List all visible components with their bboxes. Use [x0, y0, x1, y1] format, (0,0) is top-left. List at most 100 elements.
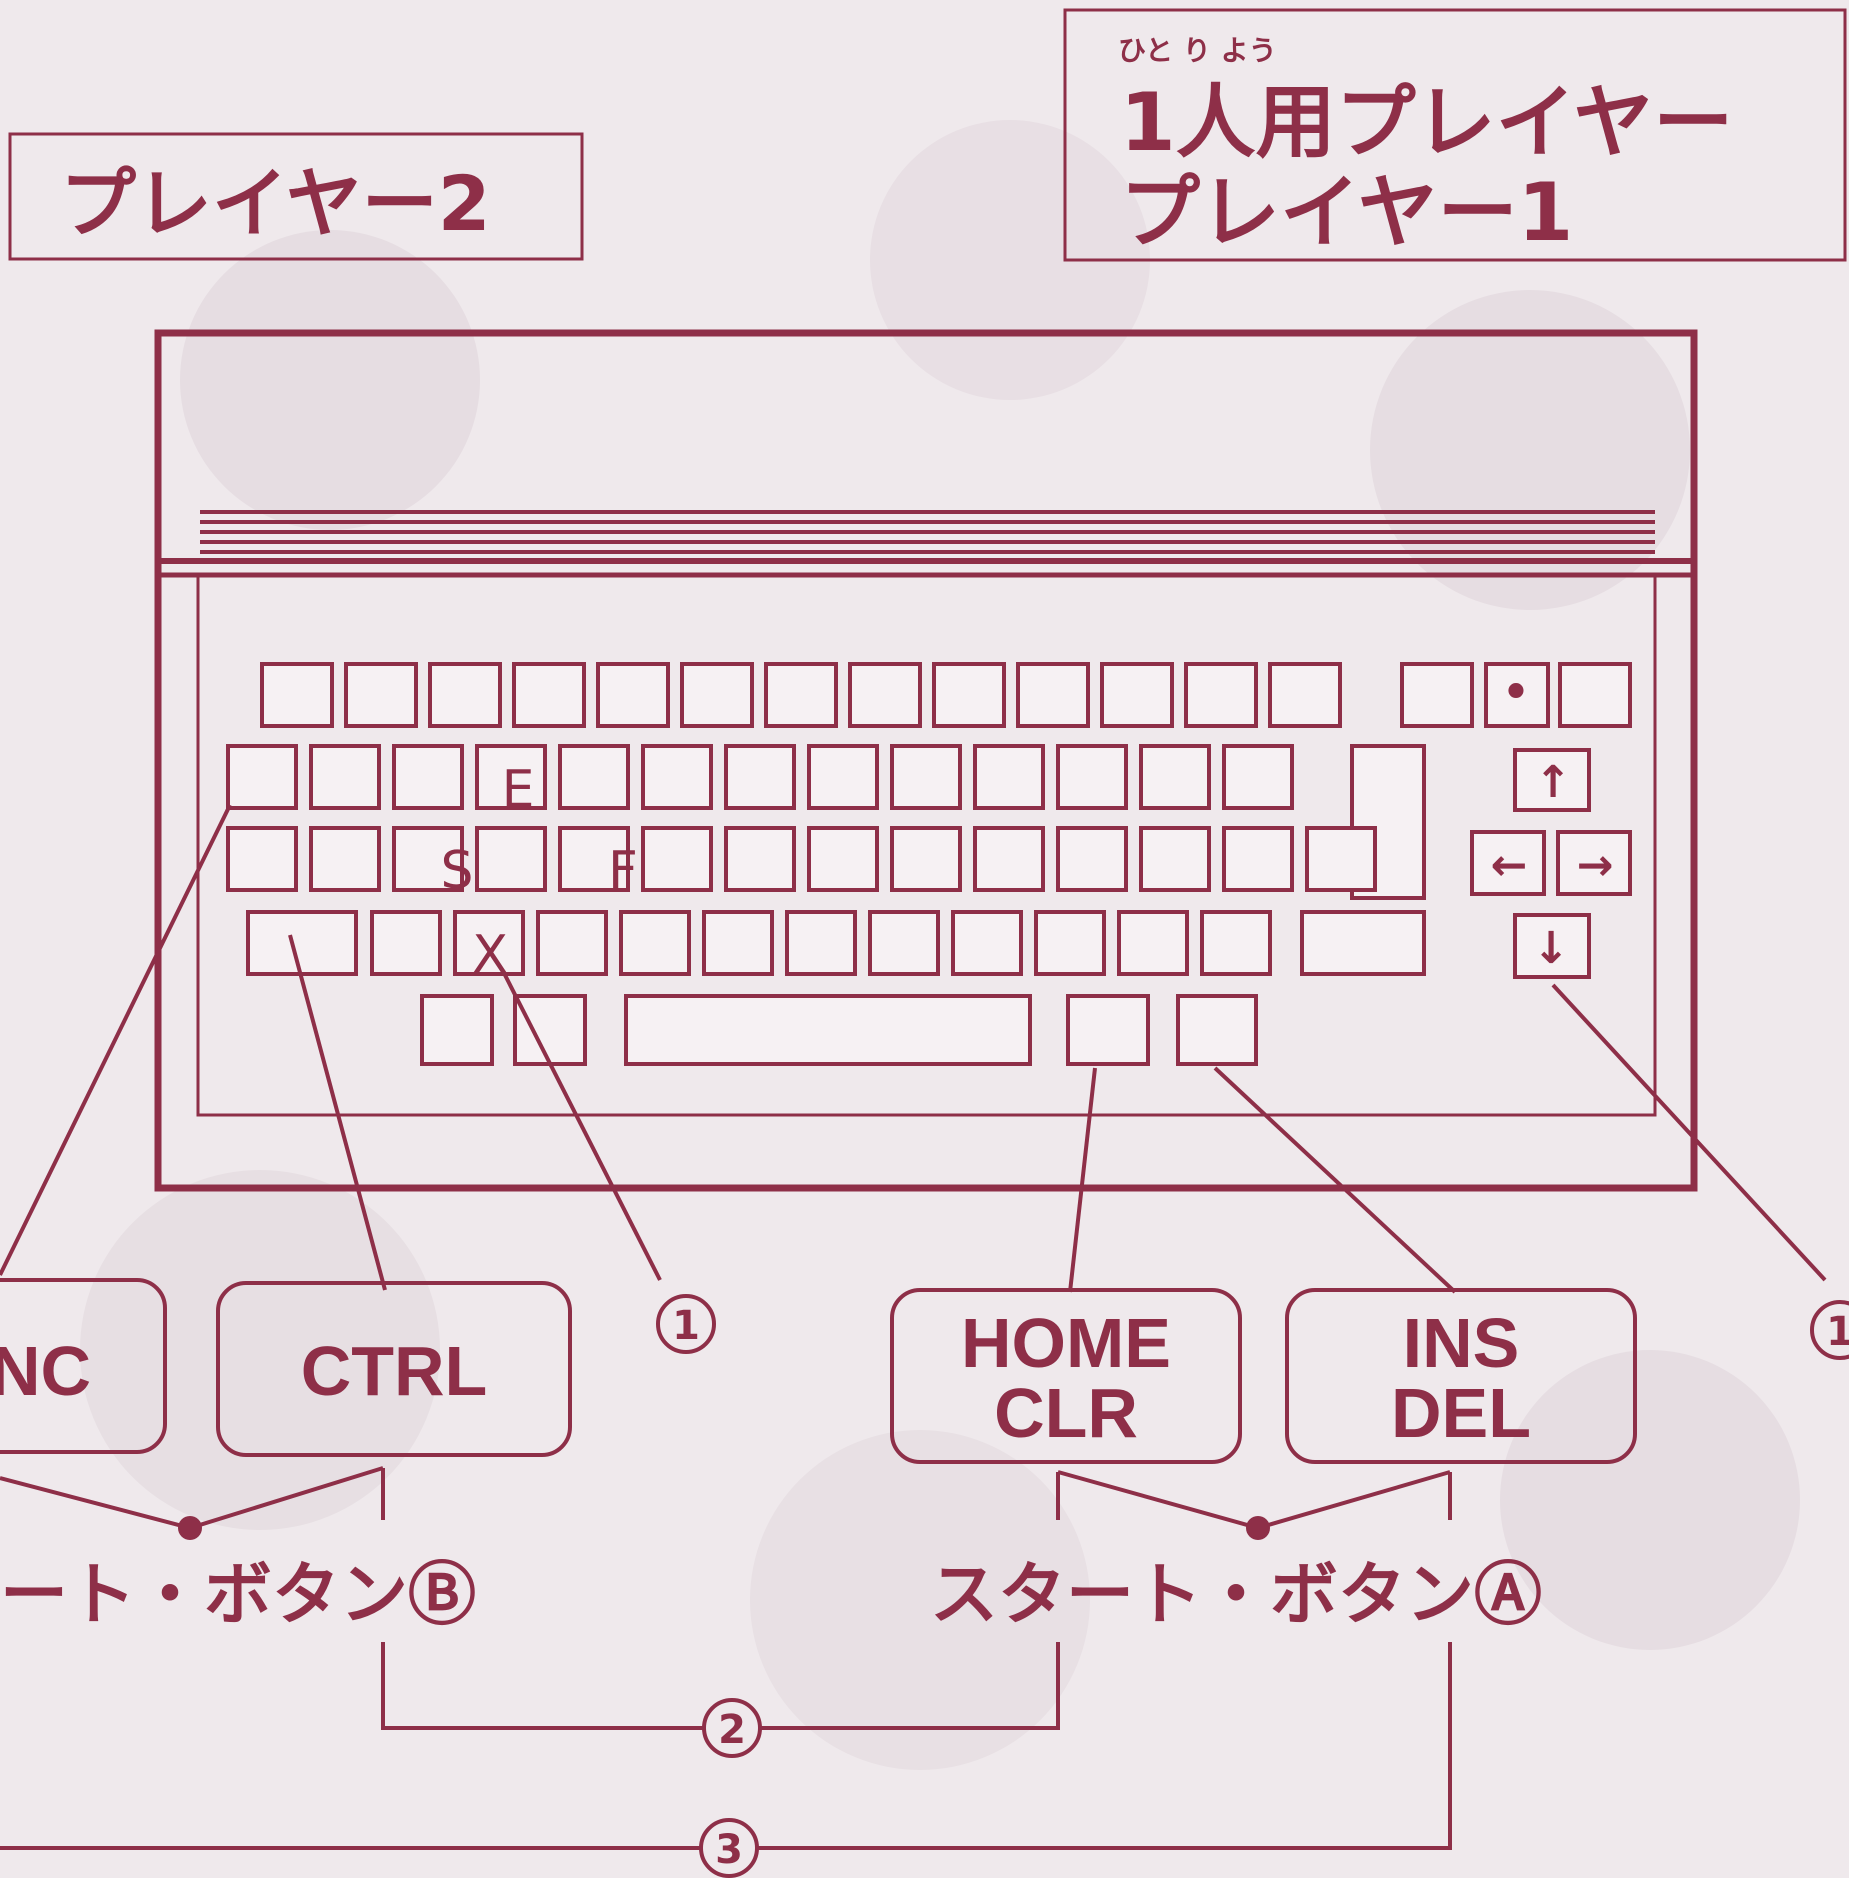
home-callout-line1: HOME	[961, 1304, 1171, 1382]
key-row1	[344, 662, 418, 728]
key-row3	[890, 826, 962, 892]
bracket-3-number: 3	[715, 1827, 743, 1873]
key-e-label: E	[502, 760, 535, 820]
keyboard-body	[154, 329, 1698, 1192]
key-f-label: F	[608, 841, 638, 901]
key-row1	[848, 662, 922, 728]
key-row1	[1100, 662, 1174, 728]
key-space	[624, 994, 1032, 1066]
key-row1	[764, 662, 838, 728]
key-return	[1350, 744, 1426, 900]
key-row1	[596, 662, 670, 728]
key-arrow-down	[1513, 913, 1591, 979]
circled-number-1-left: 1	[656, 1294, 716, 1354]
key-row2	[558, 744, 630, 810]
key-row2	[724, 744, 796, 810]
key-shift-left	[246, 910, 358, 976]
single-player-label: 1人用プレイヤー	[1120, 76, 1733, 169]
key-row1	[428, 662, 502, 728]
key-dot	[1484, 662, 1550, 728]
bracket-2: 2	[381, 1642, 1060, 1758]
key-row1	[680, 662, 754, 728]
key-row3	[973, 826, 1045, 892]
leader-lines	[0, 804, 1827, 1294]
player2-label: プレイヤー2	[60, 159, 491, 248]
furigana-ruby: ひと り よう	[1118, 34, 1277, 67]
key-x-label: X	[472, 925, 508, 985]
key-row4	[951, 910, 1023, 976]
func-callout: NC	[0, 1278, 167, 1454]
key-row4	[619, 910, 691, 976]
player2-label-box: プレイヤー2	[8, 132, 584, 261]
key-ins-del	[1176, 994, 1258, 1066]
key-row3	[1056, 826, 1128, 892]
key-row2	[973, 744, 1045, 810]
key-arrow-up	[1513, 748, 1591, 812]
key-row3	[807, 826, 879, 892]
key-row2	[1056, 744, 1128, 810]
key-row3	[475, 826, 547, 892]
key-right-label: →	[1577, 840, 1614, 891]
key-graph	[420, 994, 494, 1066]
start-a-bracket	[1056, 1470, 1452, 1540]
key-arrow-right	[1556, 830, 1632, 896]
key-row2	[475, 744, 547, 810]
key-row2	[890, 744, 962, 810]
key-kana	[513, 994, 587, 1066]
key-row2	[226, 744, 298, 810]
key-row3	[1139, 826, 1211, 892]
circled-number-1-right: 1	[1810, 1300, 1849, 1360]
key-row2	[392, 744, 464, 810]
key-row3	[641, 826, 713, 892]
key-row3	[1222, 826, 1294, 892]
home-clr-callout: HOME CLR	[890, 1288, 1242, 1464]
svg-text:1: 1	[672, 1303, 700, 1349]
ctrl-callout: CTRL	[216, 1281, 572, 1457]
start-button-b-label: ート・ボタンⒷ	[0, 1556, 476, 1635]
player1-label-box: ひと り よう 1人用プレイヤー プレイヤー1	[1063, 8, 1847, 262]
key-row3	[309, 826, 381, 892]
key-row1	[1184, 662, 1258, 728]
key-row4	[1034, 910, 1106, 976]
key-dot-label: •	[1501, 663, 1532, 723]
home-callout-line2: CLR	[994, 1374, 1138, 1452]
start-b-bracket	[0, 1466, 385, 1540]
svg-text:1: 1	[1826, 1309, 1849, 1355]
key-row1	[1016, 662, 1090, 728]
start-button-a-label: スタート・ボタンⒶ	[930, 1556, 1542, 1635]
key-arrow-left	[1470, 830, 1546, 896]
key-row4	[702, 910, 774, 976]
key-row4	[536, 910, 608, 976]
ins-callout-line2: DEL	[1391, 1374, 1531, 1452]
ins-del-callout: INS DEL	[1285, 1288, 1637, 1464]
key-row2	[1139, 744, 1211, 810]
key-up-label: ↑	[1535, 757, 1572, 808]
keyboard-keys	[226, 662, 1632, 1066]
key-row3	[226, 826, 298, 892]
key-home-clr	[1066, 994, 1150, 1066]
key-row2	[309, 744, 381, 810]
key-s-label: S	[440, 841, 473, 901]
func-callout-label: NC	[0, 1332, 91, 1410]
key-row1	[260, 662, 334, 728]
ctrl-callout-label: CTRL	[301, 1332, 488, 1410]
key-row1-extra	[1558, 662, 1632, 728]
key-row4	[370, 910, 442, 976]
key-left-label: ←	[1491, 840, 1528, 891]
key-row4	[868, 910, 940, 976]
key-row1	[932, 662, 1006, 728]
key-shift-right	[1300, 910, 1426, 976]
key-row1-extra	[1400, 662, 1474, 728]
ins-callout-line1: INS	[1403, 1304, 1520, 1382]
key-row3	[724, 826, 796, 892]
key-row1	[1268, 662, 1342, 728]
key-row1	[512, 662, 586, 728]
bracket-3: 3	[0, 1642, 1452, 1878]
key-down-label: ↓	[1533, 923, 1570, 974]
key-row2	[807, 744, 879, 810]
key-row4	[1117, 910, 1189, 976]
key-row3	[558, 826, 630, 892]
keyboard-slot-lines	[200, 510, 1655, 554]
key-row3	[392, 826, 464, 892]
key-row2	[641, 744, 713, 810]
